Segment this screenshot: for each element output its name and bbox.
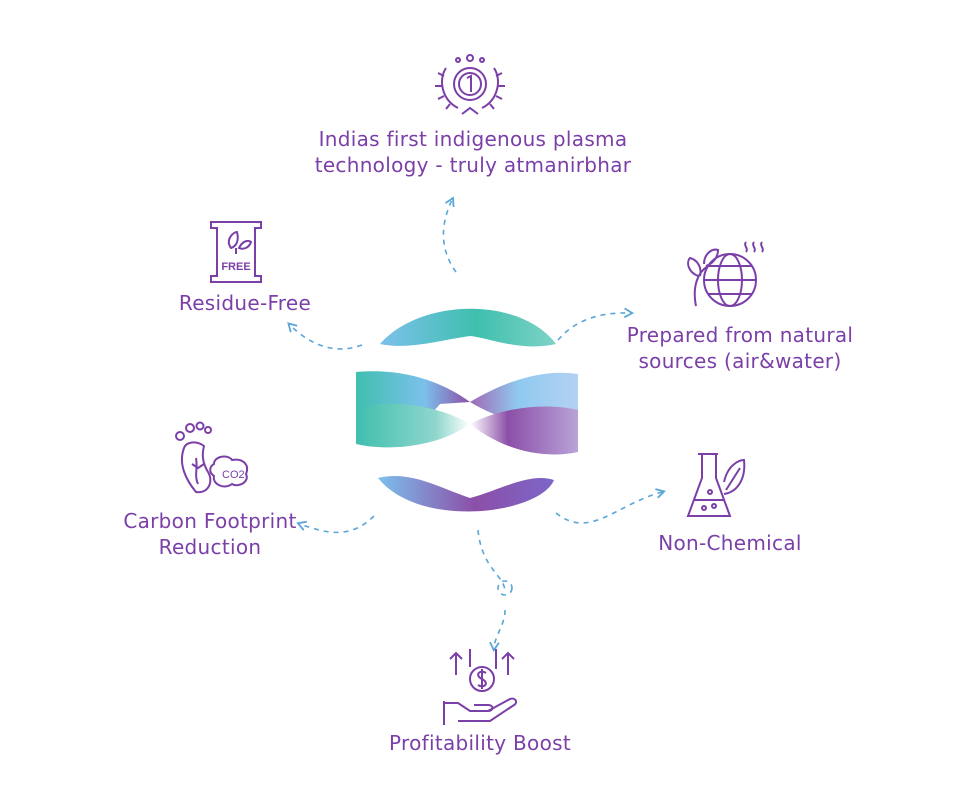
feature-label-natural: Prepared from natural sources (air&water…	[626, 323, 854, 373]
connector-profit	[477, 529, 506, 648]
feature-label-profit: Profitability Boost	[389, 731, 571, 755]
feature-label-residue: Residue-Free	[178, 291, 312, 315]
connector-natural	[557, 307, 635, 341]
globe-plant-icon	[684, 236, 768, 320]
connector-residue	[287, 322, 363, 350]
flask-leaf-icon	[684, 448, 748, 528]
footprint-co2-icon: CO2	[172, 418, 256, 502]
connector-profit-node	[497, 580, 513, 596]
free-bag-icon: FREE	[203, 218, 269, 290]
svg-text:FREE: FREE	[221, 261, 250, 273]
feature-label-carbon: Carbon Footprint Reduction	[123, 509, 297, 559]
hand-dollar-arrows-icon	[440, 645, 520, 731]
connector-carbon	[296, 515, 375, 534]
connector-nonchem	[555, 488, 666, 524]
central-logo	[356, 308, 578, 512]
feature-label-first: Indias first indigenous plasma technolog…	[314, 127, 632, 177]
connector-first	[442, 196, 457, 273]
feature-label-nonchem: Non-Chemical	[658, 531, 802, 555]
svg-text:CO2: CO2	[222, 469, 245, 481]
award-medal-icon	[430, 50, 510, 126]
